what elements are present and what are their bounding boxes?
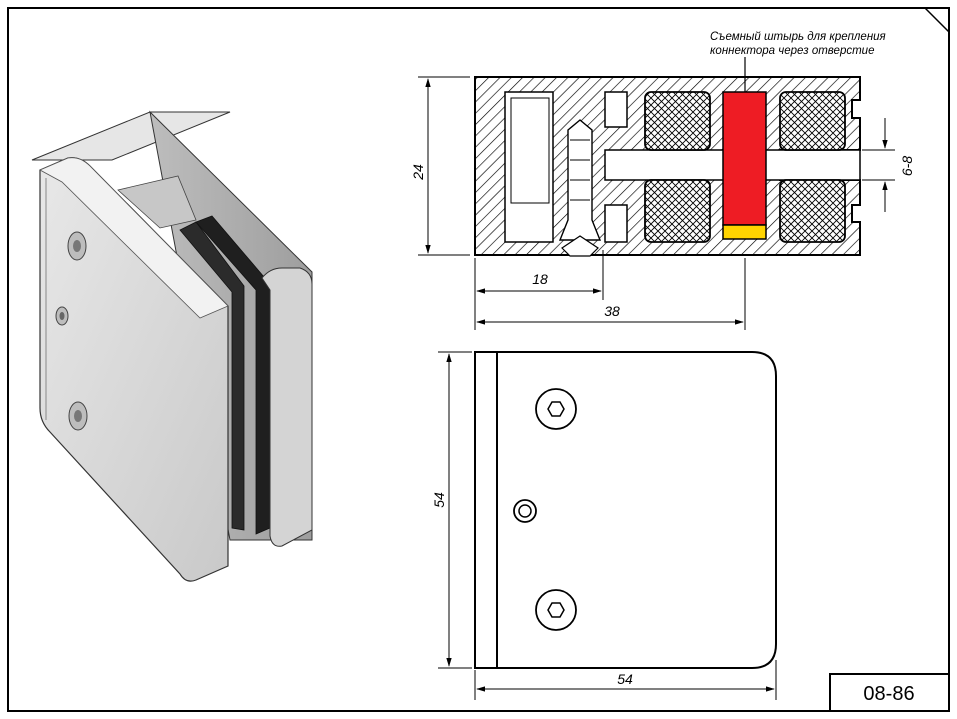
dim-label-54-vertical: 54 bbox=[431, 492, 447, 508]
gasket-block-top-left bbox=[644, 91, 711, 151]
pin-tip bbox=[722, 224, 767, 240]
part-code-box bbox=[829, 673, 950, 712]
plan-view bbox=[474, 351, 777, 669]
hex-bolt-bottom-icon bbox=[68, 401, 88, 431]
dim-label-18: 18 bbox=[532, 271, 548, 287]
isometric-view bbox=[31, 110, 313, 582]
annotation-line-1: Съемный штырь для крепления bbox=[710, 31, 886, 43]
annotation-line-2: коннектора через отверстие bbox=[710, 45, 874, 57]
hex-bolt-top-icon bbox=[67, 231, 87, 261]
dim-plan-height bbox=[438, 351, 472, 669]
plate-outline bbox=[474, 351, 777, 669]
dim-pin-offset bbox=[474, 250, 604, 330]
gasket-block-bottom-left bbox=[644, 179, 711, 243]
dim-label-24: 24 bbox=[410, 164, 426, 181]
sheet-border bbox=[7, 7, 950, 712]
gasket-block-bottom-right bbox=[779, 179, 846, 243]
dim-label-38: 38 bbox=[604, 303, 620, 319]
screw-middle-plan-icon bbox=[513, 499, 537, 523]
dim-section-height bbox=[418, 76, 470, 256]
dim-label-gap: 6-8 bbox=[899, 156, 915, 176]
screw-middle-icon bbox=[55, 306, 69, 326]
gasket-block-top-right bbox=[779, 91, 846, 151]
dim-plan-width bbox=[474, 660, 777, 700]
dim-label-54-horizontal: 54 bbox=[617, 671, 633, 687]
hex-bolt-bottom-plan-icon bbox=[535, 589, 577, 631]
dim-pin-depth bbox=[476, 258, 746, 330]
section-view bbox=[474, 57, 861, 257]
removable-pin bbox=[722, 91, 767, 226]
corner-mark bbox=[924, 7, 950, 33]
hex-bolt-top-plan-icon bbox=[535, 388, 577, 430]
part-code: 08-86 bbox=[863, 683, 914, 705]
dim-gap bbox=[862, 118, 895, 212]
